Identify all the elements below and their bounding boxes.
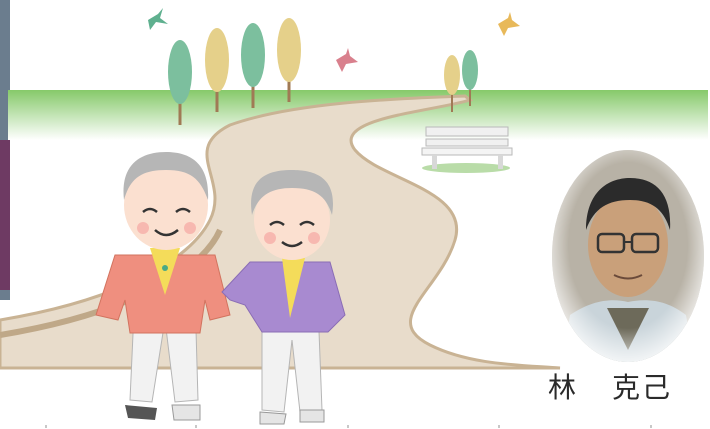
tree-group [168,18,478,125]
author-surname: 林 [548,371,579,404]
author-portrait [552,150,704,362]
bird-icon [148,8,168,30]
bird-icon [336,48,358,72]
author-given-name: 克己 [612,371,673,404]
elderly-woman [221,170,346,425]
elderly-man [95,152,231,421]
author-name: 林 克己 [548,366,708,406]
bird-icon [498,12,520,36]
park-bench [421,126,513,173]
